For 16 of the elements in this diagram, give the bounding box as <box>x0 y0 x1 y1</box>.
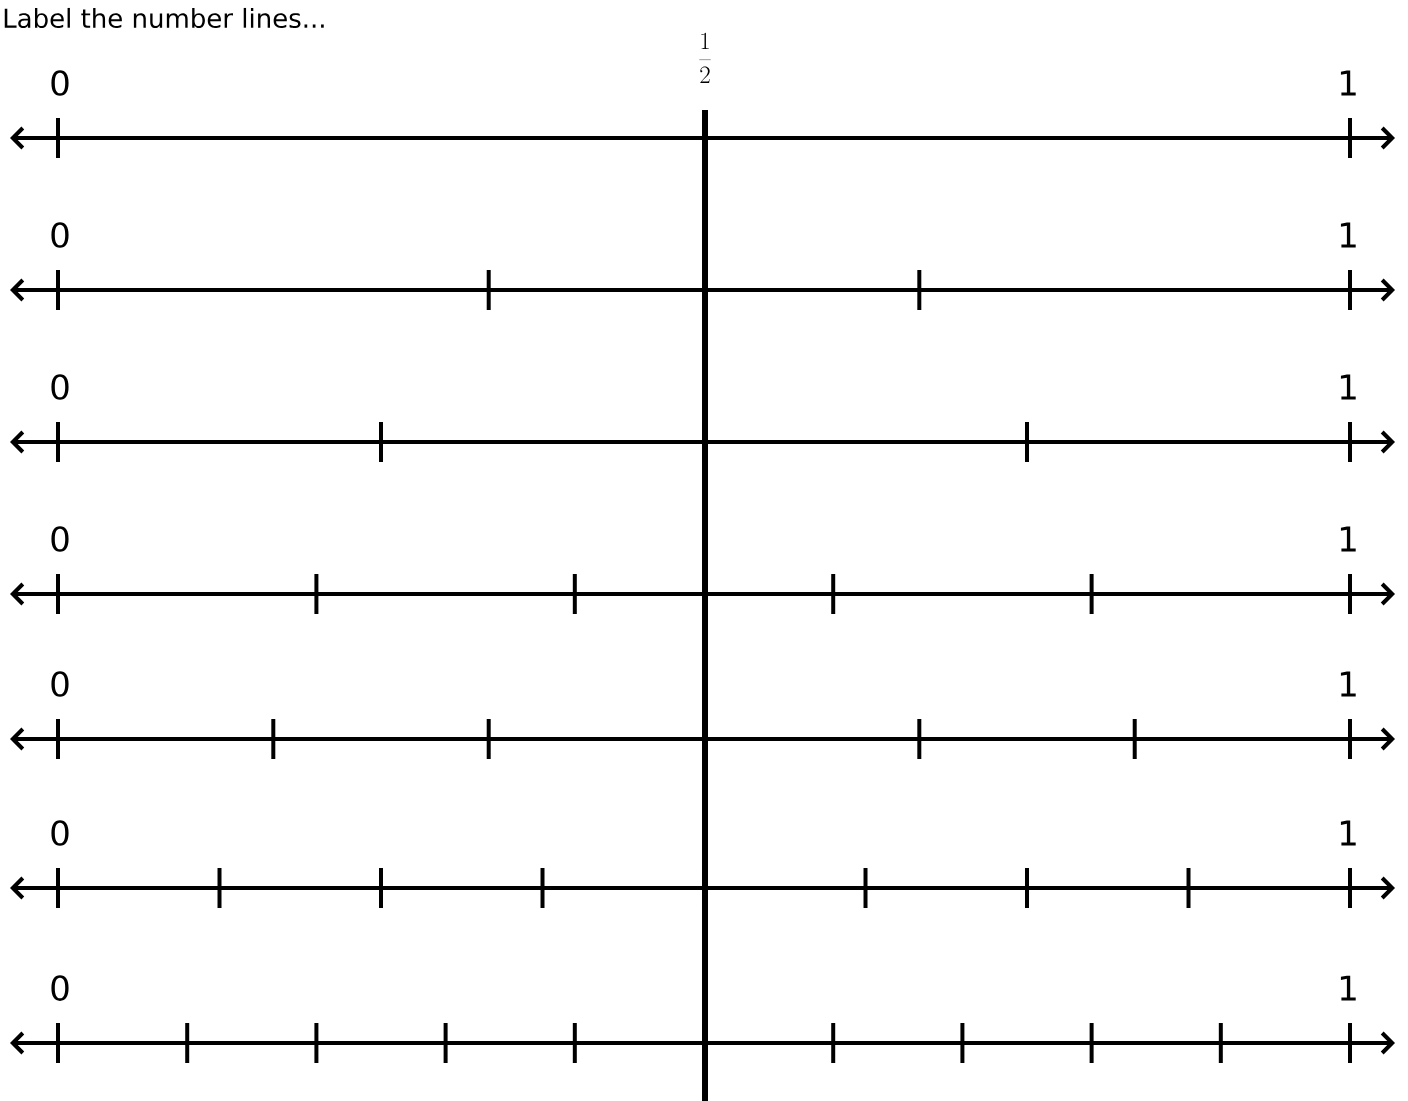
tick-label: 1 <box>1340 70 1356 96</box>
tick-label: 0 <box>51 820 69 846</box>
tick-label: 1 <box>1340 526 1356 552</box>
tick-label: 1 <box>1340 975 1356 1001</box>
tick-label: 0 <box>51 671 69 697</box>
tick-label: 0 <box>51 975 69 1001</box>
tick-label: 1 <box>1340 222 1356 248</box>
tick-label: 0 <box>51 70 69 96</box>
tick-label: 1 <box>1340 820 1356 846</box>
tick-label: 0 <box>51 222 69 248</box>
title: Label the number lines... <box>4 7 324 29</box>
tick-label: 0 <box>51 374 69 400</box>
tick-label: 0 <box>51 526 69 552</box>
fraction-label: $\frac{1}{2}$ <box>699 32 711 83</box>
tick-label: 1 <box>1340 671 1356 697</box>
tick-label: 1 <box>1340 374 1356 400</box>
